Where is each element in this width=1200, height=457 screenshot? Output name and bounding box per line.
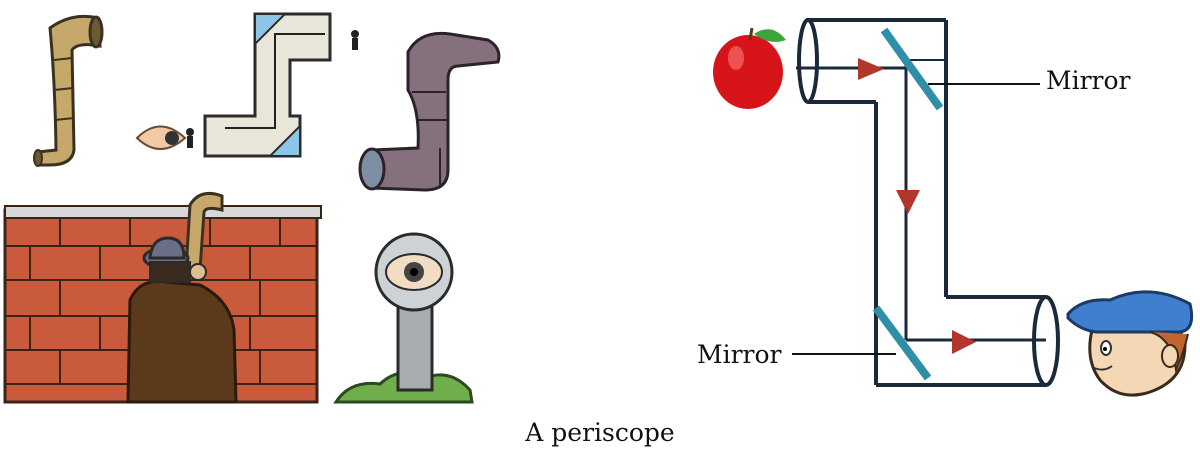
periscope-tube	[796, 18, 1060, 387]
eye-periscope-icon	[333, 232, 474, 404]
boy-face-icon	[1066, 290, 1194, 397]
light-arrow-down	[896, 190, 920, 214]
mirror-top-label: Mirror	[1046, 66, 1131, 95]
mirror-bottom-label: Mirror	[697, 340, 782, 369]
mirror-top	[880, 27, 944, 111]
light-arrow-outgoing	[952, 330, 976, 354]
mirror-bottom	[872, 305, 932, 381]
man-with-periscope-icon	[126, 192, 238, 404]
figure-caption: A periscope	[525, 418, 675, 447]
periscope-schematic	[713, 18, 1194, 397]
periscope-diagram-icon	[135, 12, 359, 158]
periscope-3d-icon	[358, 31, 501, 192]
periscope-pipe-icon	[33, 14, 104, 167]
apple-icon	[713, 27, 786, 109]
light-arrow-incoming	[858, 58, 884, 80]
